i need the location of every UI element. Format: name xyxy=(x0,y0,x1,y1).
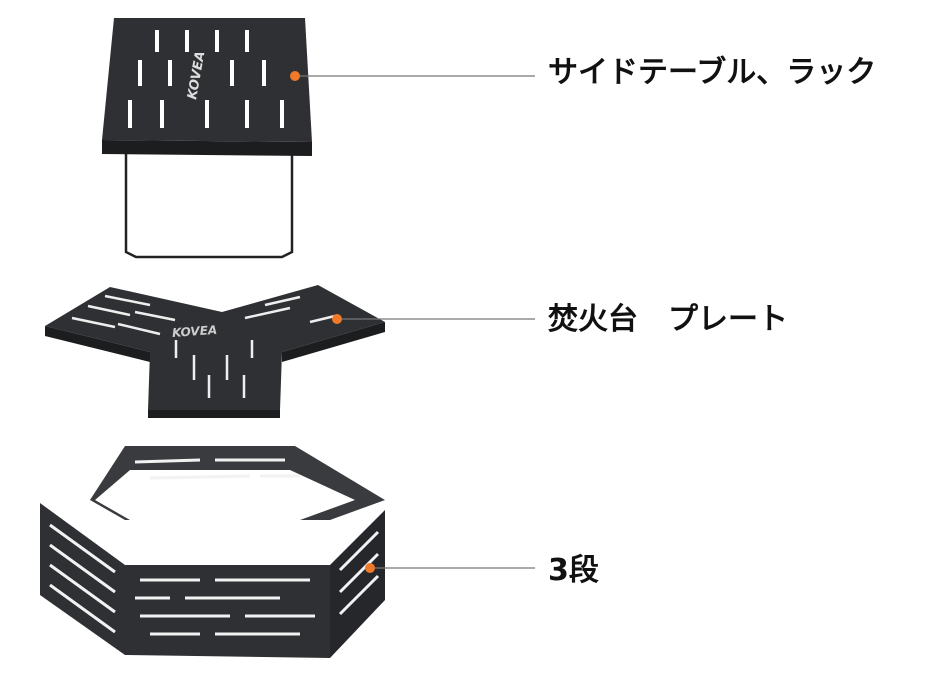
plate-body xyxy=(45,285,385,410)
plate-brand-logo: KOVEA xyxy=(172,323,218,340)
label-side-table: サイドテーブル、ラック xyxy=(548,55,877,90)
plate-marker-dot xyxy=(332,314,342,324)
ring-right-panel xyxy=(330,510,385,658)
table-slots xyxy=(128,30,284,128)
plate-slots xyxy=(71,294,336,398)
label-three-tier: 3段 xyxy=(548,553,599,588)
label-fire-plate: 焚火台 プレート xyxy=(548,302,788,337)
ring-slots xyxy=(49,458,380,636)
fire-plate: KOVEA xyxy=(45,285,535,418)
ring-marker-dot xyxy=(365,563,375,573)
table-edge xyxy=(102,140,312,156)
ring-left-panel xyxy=(40,503,125,655)
table-top xyxy=(102,18,312,142)
table-wire-legs xyxy=(124,150,294,259)
fire-ring xyxy=(40,446,535,658)
table-marker-dot xyxy=(290,71,300,81)
side-table: KOVEA xyxy=(102,18,535,259)
